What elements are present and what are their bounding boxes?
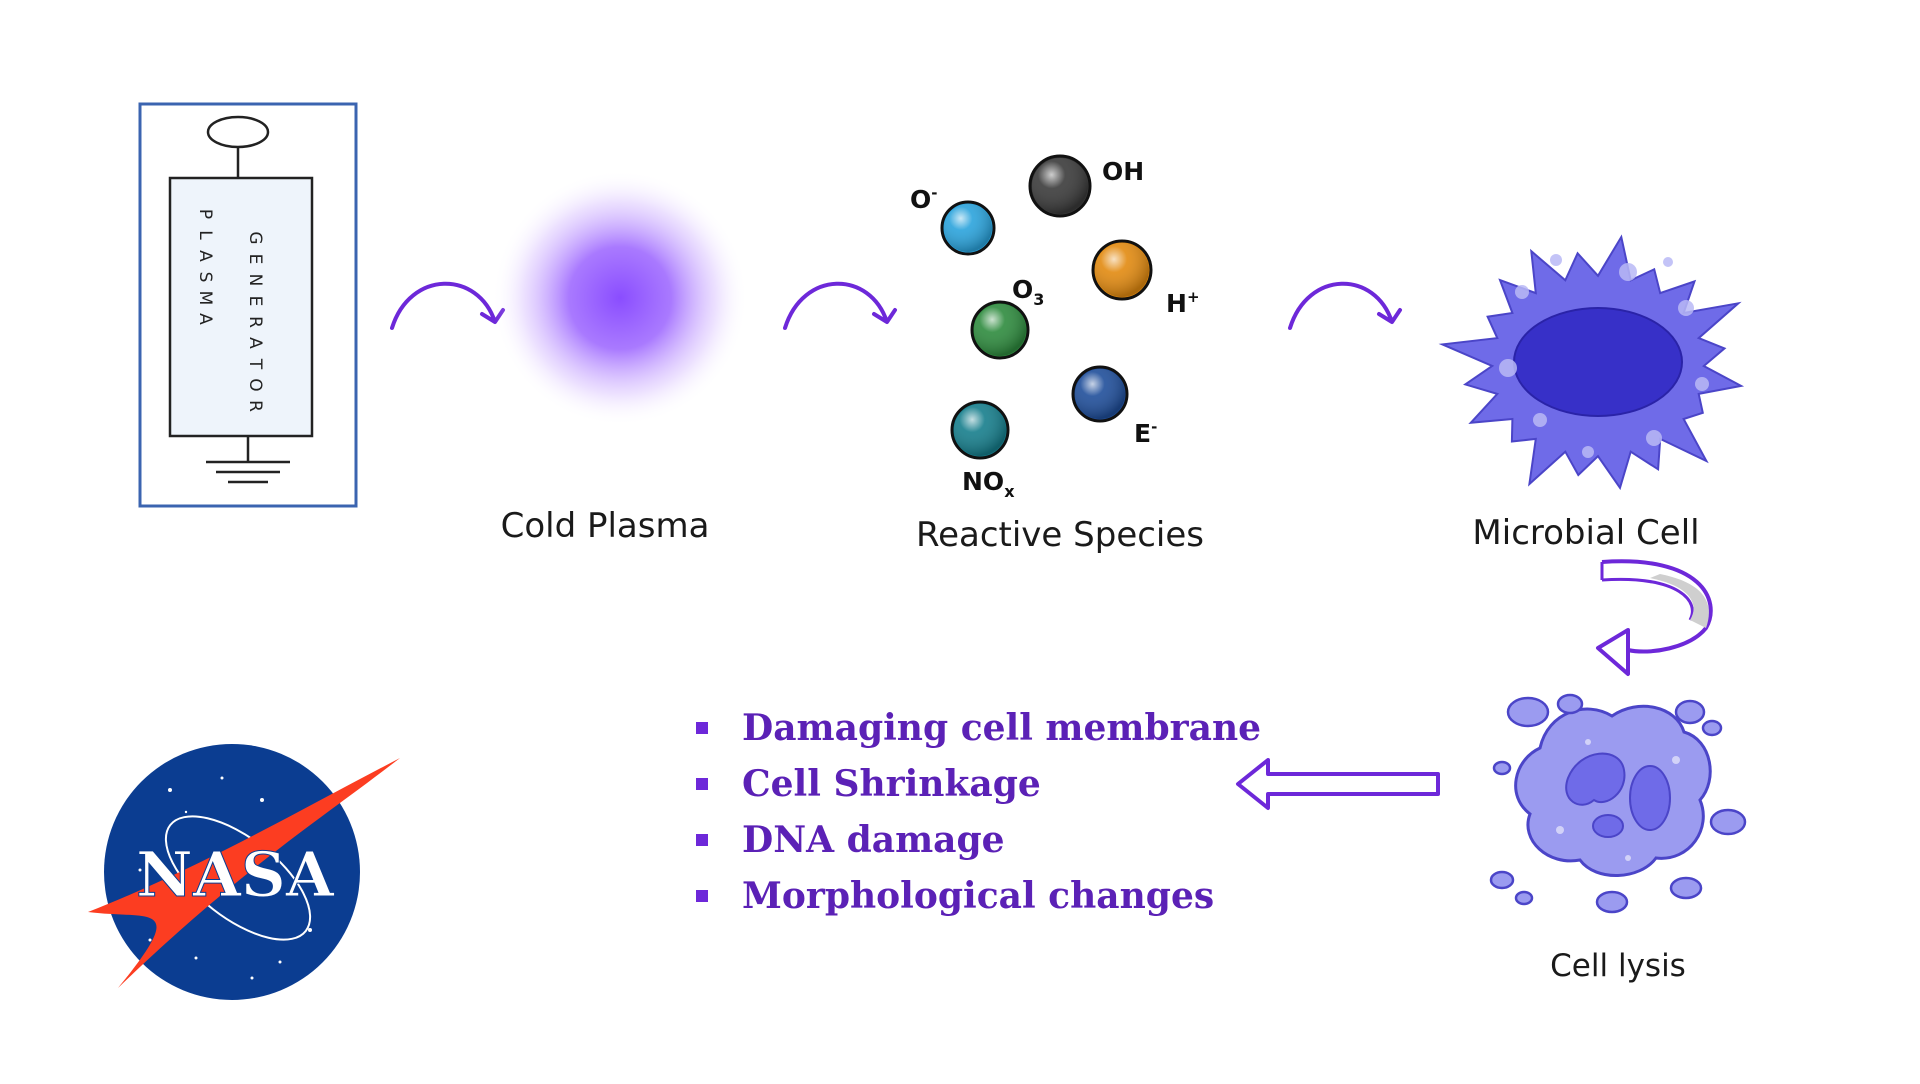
generator-letter: A (245, 337, 265, 349)
species-label: OH (1102, 157, 1144, 186)
generator-letter: T (245, 358, 265, 370)
species-ball-shine (1032, 158, 1088, 214)
species-label: NOx (962, 467, 1015, 501)
effects-list: Damaging cell membrane Cell Shrinkage DN… (690, 700, 1261, 924)
generator-letter: E (245, 296, 265, 307)
nasa-logo: NASA (88, 744, 400, 1000)
microbial-cell (1438, 234, 1745, 491)
species-label: O3 (1012, 275, 1044, 309)
species-ball-shine (1095, 243, 1149, 297)
generator-chamber (168, 176, 314, 438)
effect-item: Morphological changes (690, 868, 1261, 924)
cell-vacuoles (1499, 254, 1709, 458)
generator-letter: A (195, 250, 215, 262)
nasa-logo-text: NASA (136, 838, 335, 911)
cell-lysis (1489, 693, 1747, 914)
electrode-cap (206, 115, 270, 149)
arrow-plasma-to-species (783, 281, 897, 330)
microbial-cell-label: Microbial Cell (1472, 513, 1700, 553)
cold-plasma-glow (492, 170, 748, 426)
nasa-logo-chevron (88, 758, 400, 988)
generator-letter: A (195, 313, 215, 325)
reactive-species-group: O- OH O3 H+ E- NOx (910, 154, 1200, 501)
effect-item: Damaging cell membrane (690, 700, 1261, 756)
cold-plasma-label: Cold Plasma (500, 506, 710, 546)
generator-letter: R (245, 316, 265, 328)
generator-letter: L (195, 230, 215, 240)
generator-letter: E (245, 254, 265, 265)
bullet-icon (696, 890, 708, 902)
species-ball-shine (1075, 369, 1125, 419)
species-ball-shine (974, 304, 1026, 356)
cell-lysis-label: Cell lysis (1550, 948, 1686, 984)
reactive-species-label: Reactive Species (915, 515, 1205, 555)
bullet-icon (696, 834, 708, 846)
arrow-cell-to-lysis (1596, 559, 1713, 676)
generator-letter: S (195, 272, 215, 283)
species-ball-shine (944, 204, 992, 252)
generator-letter: O (245, 378, 265, 391)
generator-letter: G (245, 231, 265, 244)
cell-debris (1489, 693, 1747, 914)
effect-text: DNA damage (742, 819, 1005, 861)
bullet-icon (696, 778, 708, 790)
species-label: O- (910, 184, 938, 214)
arrow-generator-to-plasma (390, 281, 505, 330)
nucleus-fragment (1629, 765, 1671, 831)
nucleus-fragment (1592, 814, 1624, 838)
bullet-icon (696, 722, 708, 734)
effect-text: Cell Shrinkage (742, 763, 1041, 805)
generator-letter: N (245, 274, 265, 287)
arrow-species-to-cell (1288, 281, 1402, 330)
effect-item: DNA damage (690, 812, 1261, 868)
generator-letter: R (245, 400, 265, 412)
generator-letter: M (195, 291, 215, 306)
cell-nucleus (1513, 307, 1683, 417)
species-ball-shine (954, 404, 1006, 456)
effect-item: Cell Shrinkage (690, 756, 1261, 812)
effect-text: Damaging cell membrane (742, 707, 1262, 749)
effect-text: Morphological changes (742, 875, 1215, 917)
arrow-lysis-to-effects (1236, 758, 1440, 810)
species-label: E- (1134, 418, 1157, 448)
generator-letter: P (195, 209, 215, 219)
species-label: H+ (1166, 288, 1200, 318)
nucleus-fragment (1565, 752, 1626, 806)
